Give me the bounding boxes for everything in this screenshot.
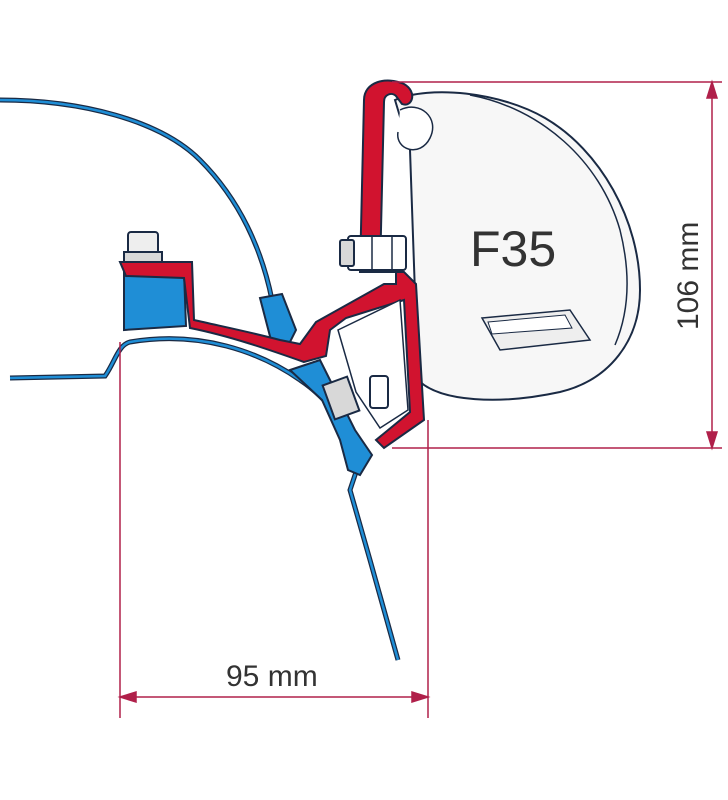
awning-foot-slot-inner bbox=[487, 314, 573, 335]
height-dimension-label: 106 mm bbox=[672, 222, 705, 330]
gutter-bolt bbox=[123, 231, 163, 263]
width-dimension-label: 95 mm bbox=[226, 660, 318, 693]
gutter-channel bbox=[288, 358, 374, 477]
width-arrow-left bbox=[117, 690, 137, 704]
bracket-nut-lower bbox=[321, 375, 389, 421]
roof-clip bbox=[258, 292, 298, 352]
height-arrow-top bbox=[705, 79, 719, 99]
awning-top-curl bbox=[397, 106, 434, 151]
height-arrow-bottom bbox=[705, 431, 719, 451]
bracket-bolt-upper bbox=[339, 235, 407, 271]
dimension-lines bbox=[117, 79, 722, 718]
awning-model-label: F35 bbox=[470, 221, 556, 277]
bracket-inner-cutout bbox=[337, 298, 409, 430]
awning-cassette-inner-edge bbox=[469, 94, 628, 346]
width-arrow-right bbox=[411, 690, 431, 704]
awning-cassette: F35 bbox=[393, 91, 642, 401]
